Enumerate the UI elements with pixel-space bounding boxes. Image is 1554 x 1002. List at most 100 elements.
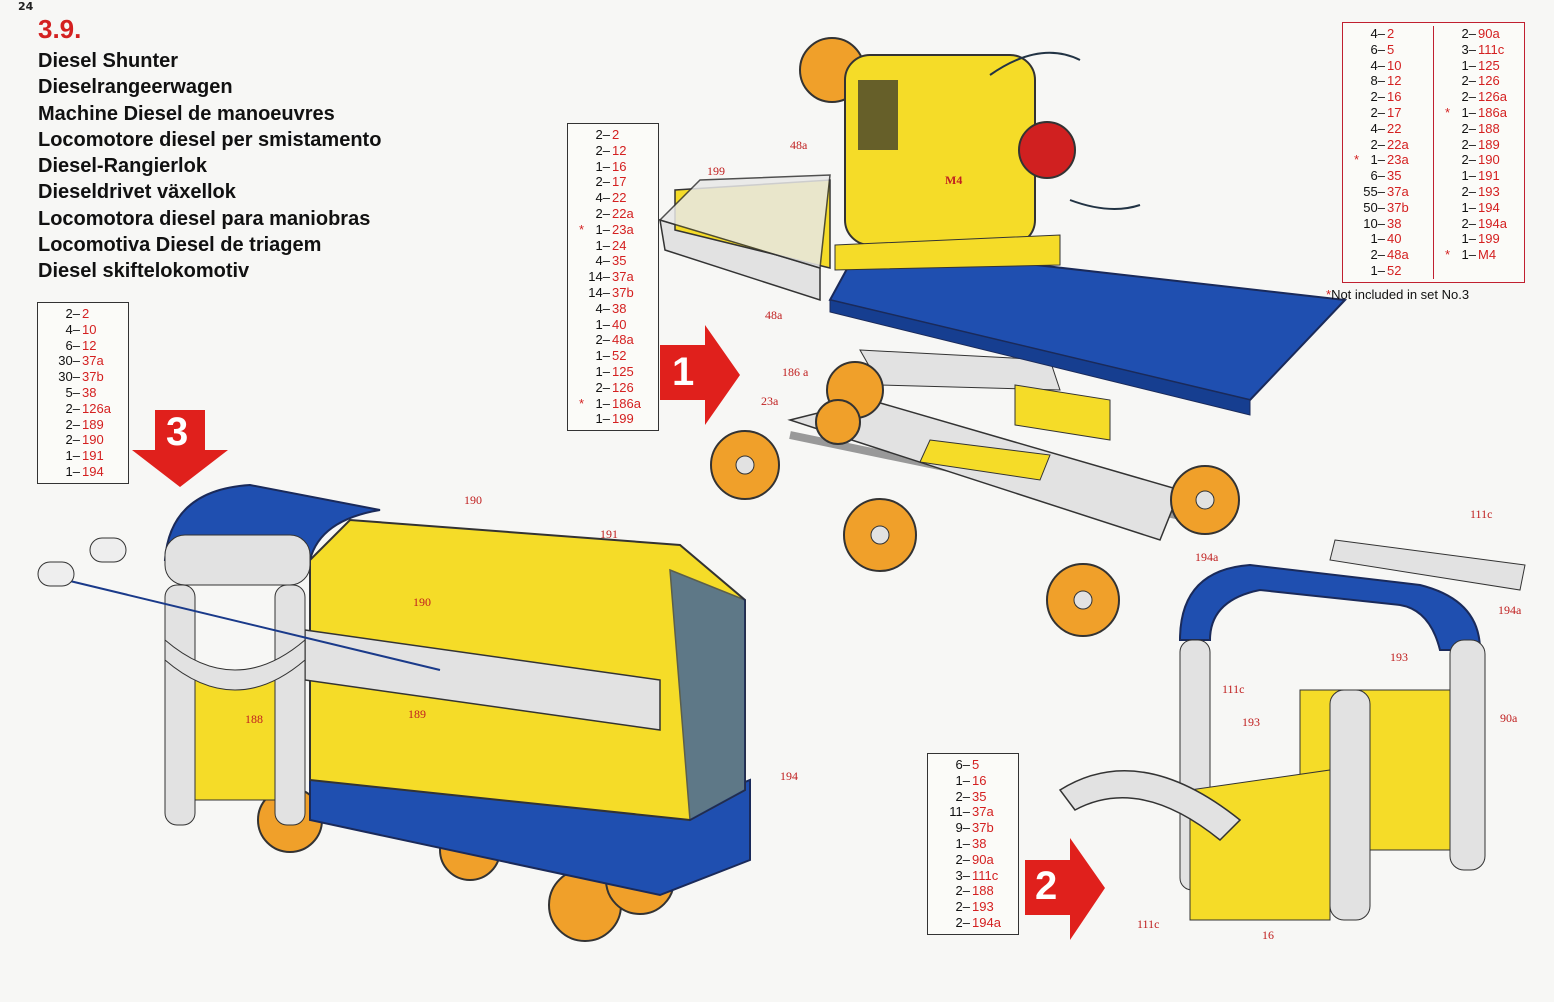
step-number-1: 1 [672,350,695,394]
part-star [574,380,584,396]
label-188: 188 [245,712,263,726]
part-row: *1–186a [574,396,652,412]
part-star [1440,200,1450,216]
step2-assembly [1058,539,1526,921]
part-part: 190 [82,432,104,448]
part-part: 37b [612,284,634,300]
part-qty: 2– [595,142,610,158]
part-star [1349,216,1359,232]
label-111c: 111c [1222,682,1245,696]
part-qty: 2– [65,416,80,432]
label-111c: 111c [1137,917,1160,931]
part-star [1440,168,1450,184]
model-name: Dieseldrivet växellok [38,181,236,204]
part-row: 1–40 [574,317,652,333]
part-qty: 2– [955,899,970,915]
part-row: 1–199 [574,411,652,427]
part-qty: 1– [1461,231,1476,247]
part-star [44,417,54,433]
part-row: *1–186a [1440,105,1518,121]
part-row: 8–12 [1349,73,1427,89]
model-name: Locomotiva Diesel de triagem [38,234,322,257]
part-qty: 2– [595,205,610,221]
part-qty: 2– [65,400,80,416]
part-star [574,348,584,364]
part-qty: 5– [65,384,80,400]
part-qty: 11– [949,804,970,820]
part-part: 37a [972,804,994,820]
part-row: 55–37a [1349,184,1427,200]
part-star [1349,168,1359,184]
part-row: 30–37b [44,369,122,385]
part-part: 24 [612,237,627,253]
part-part: 5 [1387,41,1395,57]
part-star [574,317,584,333]
part-star [934,836,944,852]
part-qty: 2– [1370,247,1385,263]
label-190: 190 [464,493,482,507]
part-star [44,464,54,480]
part-row: 2–188 [934,883,1012,899]
part-part: 111c [1478,41,1505,57]
model-name: Diesel Shunter [38,50,179,72]
part-qty: 14– [588,284,610,300]
part-part: 111c [972,867,999,883]
part-part: 199 [1478,231,1500,247]
part-row: 1–38 [934,836,1012,852]
part-star [574,285,584,301]
part-qty: 4– [65,321,80,337]
part-qty: 2– [955,883,970,899]
label-90a: 90a [1500,711,1518,725]
part-star [934,789,944,805]
part-qty: 2– [1461,183,1476,199]
part-row: 2–126 [1440,73,1518,89]
part-star [934,899,944,915]
part-star [574,206,584,222]
footnote: *Not included in set No.3 [1326,287,1469,302]
part-part: 90a [972,851,994,867]
part-row: 1–194 [1440,200,1518,216]
step-number-2: 2 [1035,864,1058,908]
part-part: 193 [1478,183,1500,199]
part-qty: 2– [1461,89,1476,105]
part-row: 1–16 [574,159,652,175]
part-part: 194a [972,914,1001,930]
part-part: 193 [972,899,994,915]
part-part: 22a [1387,136,1409,152]
part-qty: 1– [1370,231,1385,247]
part-star [574,174,584,190]
part-qty: 1– [955,835,970,851]
part-star [1349,26,1359,42]
part-qty: 14– [588,269,610,285]
part-part: 23a [612,221,634,237]
part-part: 38 [612,300,627,316]
part-qty: 4– [595,253,610,269]
model-name: Locomotore diesel per smistamento [38,128,382,151]
part-row: 3–111c [934,868,1012,884]
part-row: 2–90a [1440,26,1518,42]
part-star [934,868,944,884]
part-part: 12 [612,142,627,158]
part-row: 2–22a [574,206,652,222]
part-row: 10–38 [1349,216,1427,232]
part-star: * [1353,152,1359,168]
part-qty: 2– [955,914,970,930]
part-part: 37a [1387,183,1409,199]
part-row: 4–22 [574,190,652,206]
part-row: 2–12 [574,143,652,159]
part-star [1440,216,1450,232]
part-qty: 9– [955,820,970,836]
step3-arrow [132,410,228,487]
part-row: 1–191 [1440,168,1518,184]
part-qty: 30– [58,369,80,385]
part-row: 2–189 [44,417,122,433]
part-qty: 1– [1461,247,1476,263]
part-qty: 2– [65,432,80,448]
part-part: 23a [1387,152,1409,168]
part-part: 194a [1478,215,1507,231]
step2-arrow [1025,838,1105,940]
part-row: 2–126a [44,401,122,417]
part-qty: 6– [65,337,80,353]
